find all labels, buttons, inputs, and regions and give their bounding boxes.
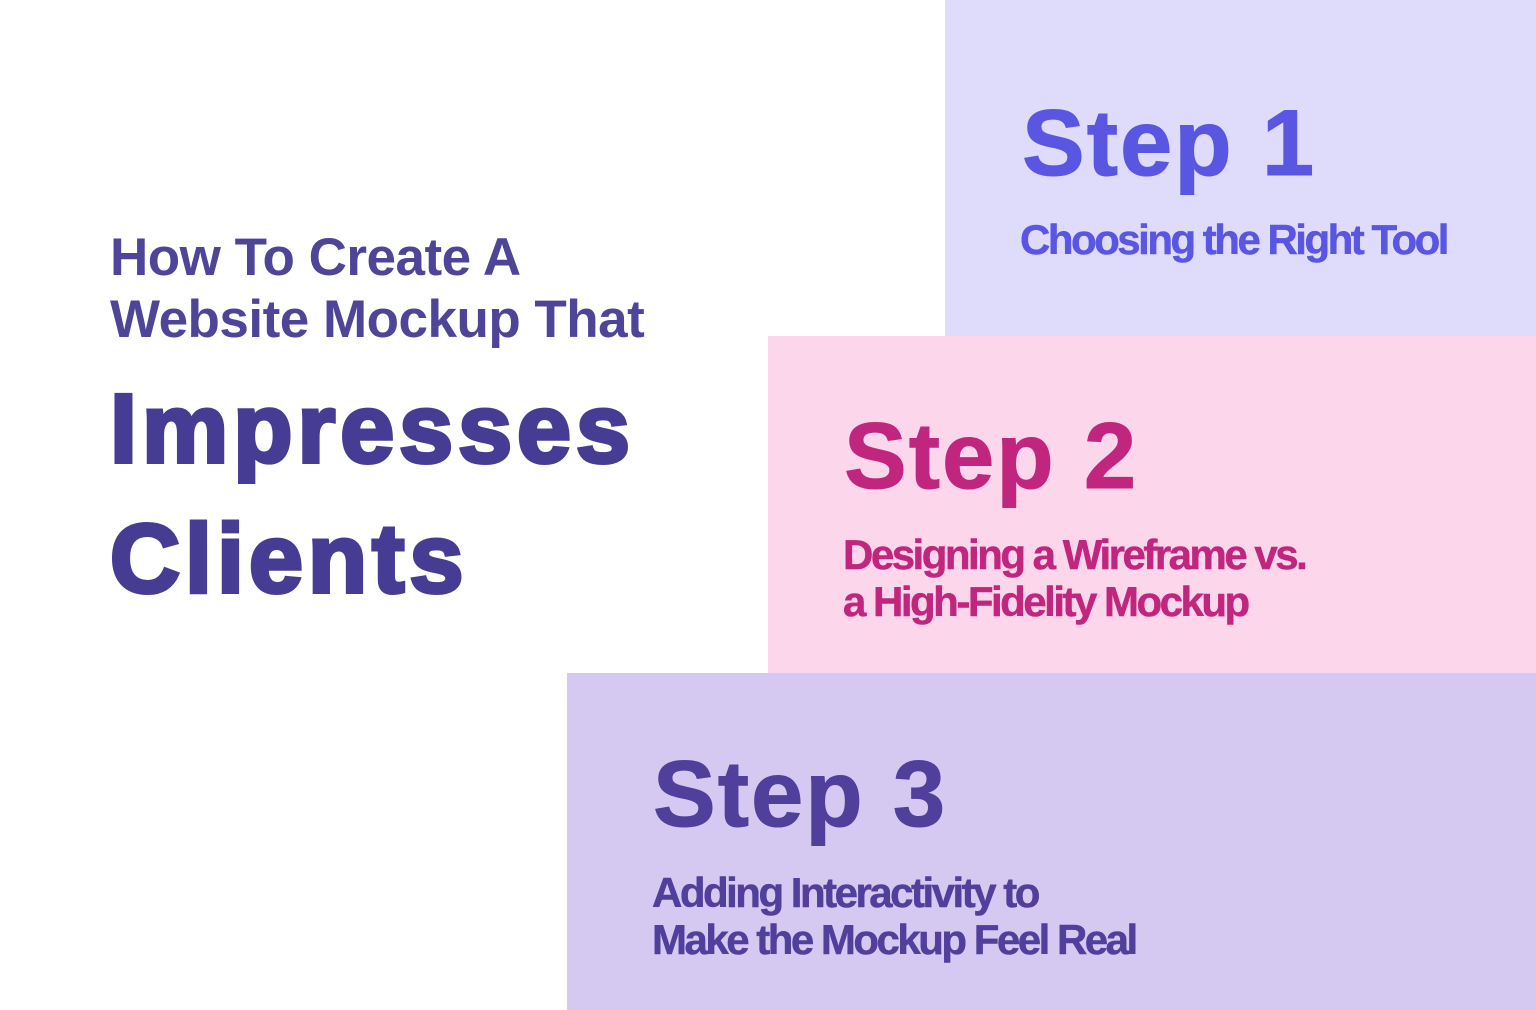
step-3-heading: Step 3 [652,741,948,846]
main-title-line-2: Website Mockup That [110,290,645,349]
step-2-subtitle-line-2: a High-Fidelity Mockup [843,578,1251,626]
main-title-regular: How To Create A Website Mockup That [110,227,645,351]
step-1-heading: Step 1 [1021,90,1317,195]
main-title-emphasis-line-1: Impresses [108,372,635,485]
step-2-heading: Step 2 [843,403,1139,508]
main-title: How To Create A Website Mockup That Impr… [108,227,645,624]
step-3-card: Step 3 Adding Interactivity to Make the … [567,673,1536,1010]
step-3-subtitle-line-2: Make the Mockup Feel Real [652,916,1139,964]
main-title-emphasis-line-2: Clients [108,502,469,615]
main-title-line-1: How To Create A [110,228,521,287]
step-3-subtitle-line-1: Adding Interactivity to [652,869,1041,917]
step-1-subtitle: Choosing the Right Tool [1020,216,1450,264]
step-2-card: Step 2 Designing a Wireframe vs. a High-… [768,336,1536,673]
step-2-subtitle: Designing a Wireframe vs. a High-Fidelit… [843,531,1308,626]
step-3-subtitle: Adding Interactivity to Make the Mockup … [652,869,1139,964]
step-1-card: Step 1 Choosing the Right Tool [945,0,1536,336]
step-2-subtitle-line-1: Designing a Wireframe vs. [843,531,1308,579]
main-title-emphasis: Impresses Clients [108,364,644,624]
step-1-subtitle-line-1: Choosing the Right Tool [1020,216,1450,264]
